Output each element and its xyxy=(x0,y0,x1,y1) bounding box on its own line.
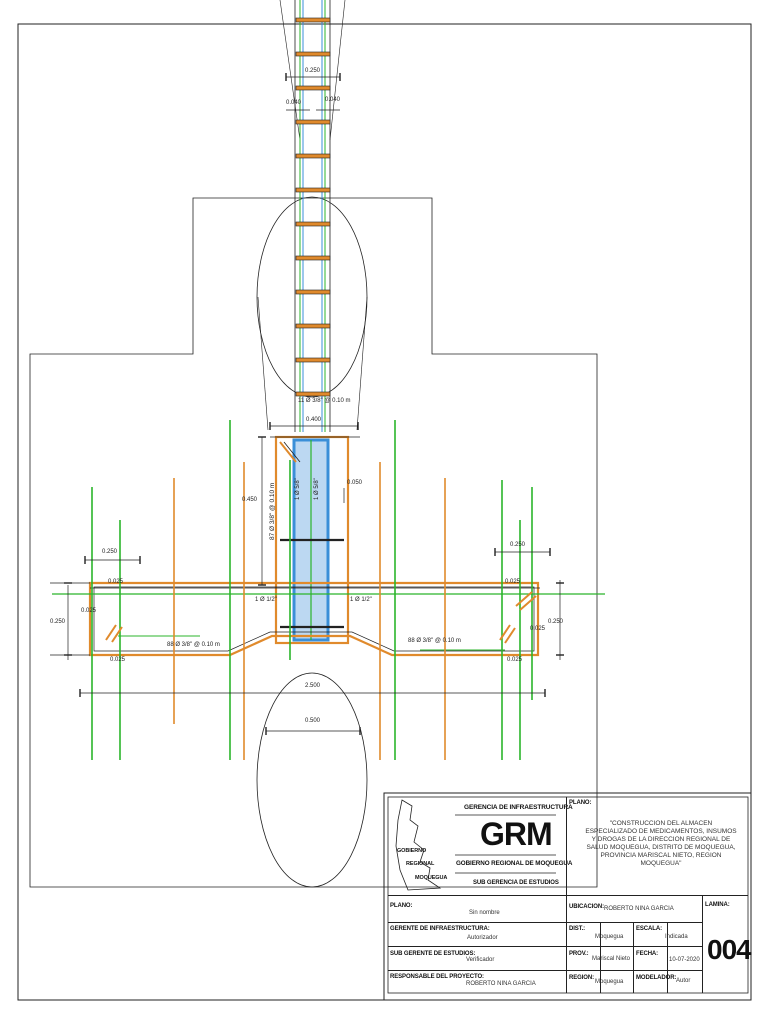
subgerente-value: Verificador xyxy=(466,957,495,963)
dist-value: Moquegua xyxy=(595,934,624,940)
dim-0250-vleft: 0.250 xyxy=(50,619,66,625)
plano-value: Sin nombre xyxy=(469,910,500,916)
column-stirrup xyxy=(295,323,331,329)
column-stirrup xyxy=(295,357,331,363)
column-stirrup xyxy=(295,119,331,125)
plano-description: "CONSTRUCCION DEL ALMACEN ESPECIALIZADO … xyxy=(585,820,737,867)
lamina-label: LAMINA: xyxy=(705,902,730,908)
title-block-frame xyxy=(383,792,752,1001)
column-stirrup xyxy=(295,17,331,23)
right-long-bar: 1 Ø 1/2" xyxy=(350,597,372,603)
dim-0040-left: 0.040 xyxy=(286,100,302,106)
dim-0250-left: 0.250 xyxy=(102,549,118,555)
sub-gerencia-heading: SUB GERENCIA DE ESTUDIOS xyxy=(473,880,559,886)
fecha-label: FECHA: xyxy=(636,951,659,957)
column-stirrup xyxy=(295,391,331,397)
gerencia-heading: GERENCIA DE INFRAESTRUCTURA xyxy=(464,804,573,811)
vertical-dowels xyxy=(91,420,533,760)
fecha-value: 10-07-2020 xyxy=(669,957,700,963)
escala-value: Indicada xyxy=(665,934,688,940)
region-map-logo xyxy=(395,799,442,891)
subgerente-label: SUB GERENTE DE ESTUDIOS: xyxy=(390,951,476,957)
dim-0025-d: 0.025 xyxy=(505,579,521,585)
region-value: Moquegua xyxy=(595,979,624,985)
prov-label: PROV.: xyxy=(569,951,589,957)
bottom-left-label: 88 Ø 3/8" @ 0.10 m xyxy=(167,642,220,648)
footing-rebar xyxy=(88,581,540,657)
plano-label: PLANO: xyxy=(390,903,413,909)
bottom-right-label: 88 Ø 3/8" @ 0.10 m xyxy=(408,638,461,644)
region-label: REGION: xyxy=(569,975,594,981)
dim-0400: 0.400 xyxy=(306,417,322,423)
column-stirrup xyxy=(295,153,331,159)
escala-label: ESCALA: xyxy=(636,926,662,932)
gerente-label: GERENTE DE INFRAESTRUCTURA: xyxy=(390,926,490,932)
dim-0250-vright: 0.250 xyxy=(548,619,564,625)
ubicacion-value: ROBERTO NINA GARCIA xyxy=(604,906,674,912)
dim-0025-f: 0.025 xyxy=(507,657,523,663)
modelador-value: Autor xyxy=(676,978,691,984)
dimension-ticks xyxy=(64,73,564,735)
dim-2500: 2.500 xyxy=(305,683,321,689)
side-stirrup-label: 87 Ø 3/8" @ 0.10 m xyxy=(269,483,276,540)
column-stirrup xyxy=(295,289,331,295)
dim-0500: 0.500 xyxy=(305,718,321,724)
left-long-bar: 1 Ø 1/2" xyxy=(255,597,277,603)
dim-0050: 0.050 xyxy=(347,480,363,486)
dim-0025-e: 0.025 xyxy=(530,626,546,632)
gerente-value: Autorizador xyxy=(467,935,498,941)
lamina-number: 004 xyxy=(707,934,752,965)
org-name-line3: MOQUEGUA xyxy=(415,875,448,881)
dim-0025-a: 0.025 xyxy=(108,579,124,585)
detail-circle-bottom xyxy=(256,672,368,888)
gobierno-heading: GOBIERNO REGIONAL DE MOQUEGUA xyxy=(456,860,573,867)
dim-0250-top: 0.250 xyxy=(305,68,321,74)
column-stirrup xyxy=(295,187,331,193)
dim-0040-right: 0.040 xyxy=(325,97,341,103)
inner-bar-b: 1 Ø 5/8" xyxy=(314,478,320,500)
ubicacion-label: UBICACION: xyxy=(569,904,604,910)
dim-0250-right: 0.250 xyxy=(510,542,526,548)
modelador-label: MODELADOR: xyxy=(636,975,677,981)
org-name-line2: REGIONAL xyxy=(406,861,435,867)
dim-0025-b: 0.025 xyxy=(81,608,97,614)
column-stirrup xyxy=(295,255,331,261)
plano-header: PLANO: xyxy=(569,800,592,806)
dim-0025-c: 0.025 xyxy=(110,657,126,663)
column-stirrup xyxy=(295,51,331,57)
grm-acronym: GRM xyxy=(480,816,553,852)
org-name-line1: GOBIERNO xyxy=(397,848,427,854)
footing-outline xyxy=(29,197,598,888)
responsable-value: ROBERTO NINA GARCIA xyxy=(466,981,536,987)
column-stirrup xyxy=(295,221,331,227)
prov-value: Mariscal Nieto xyxy=(592,956,631,962)
dim-0450: 0.450 xyxy=(242,497,258,503)
inner-bar-a: 1 Ø 5/8" xyxy=(295,478,301,500)
column-stirrup xyxy=(295,85,331,91)
responsable-label: RESPONSABLE DEL PROYECTO: xyxy=(390,974,484,980)
column-bar-label: 11 Ø 3/8" @ 0.10 m xyxy=(298,398,350,404)
column-stirrups xyxy=(295,17,331,397)
dist-label: DIST.: xyxy=(569,926,586,932)
